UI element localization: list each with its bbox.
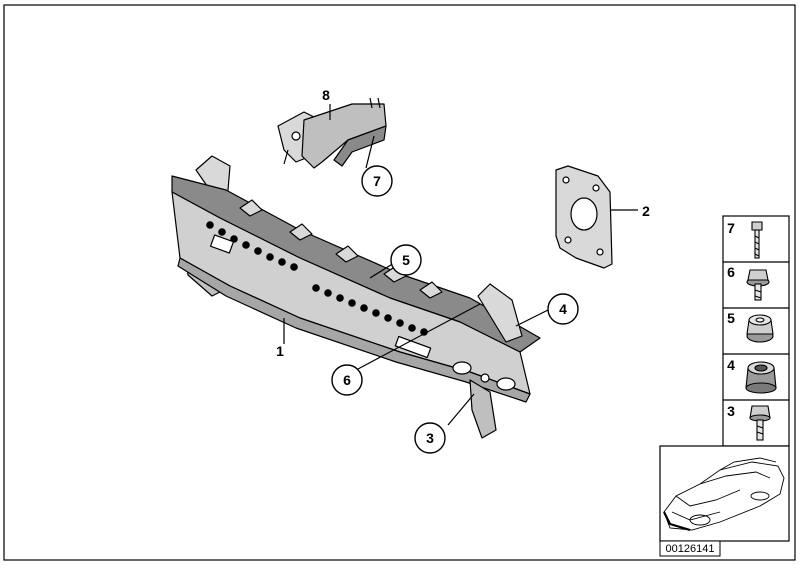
leader-lines [283,104,638,426]
callout-6-circle [331,364,363,396]
callout-2-label: 2 [642,203,650,219]
highlighted-bumper-area [663,511,691,532]
callout-3: 3 [414,422,446,454]
callout-7: 7 [361,165,393,197]
callout-5: 5 [390,244,422,276]
callout-7-label: 7 [373,173,381,189]
callout-6: 6 [331,364,363,396]
callout-8-label: 8 [322,87,330,103]
diagram-id-label: 00126141 [666,543,715,555]
rubber-buffer-icon [745,361,777,394]
screw-icon [751,221,763,259]
callout-4-label: 4 [559,301,567,317]
bumper-carrier-illustration [171,155,541,439]
callout-4: 4 [547,293,579,325]
adapter-plate-illustration [555,165,613,269]
callout-6-label: 6 [343,372,351,388]
callout-1-label: 1 [276,343,284,359]
callout-1: 1 [276,343,284,359]
legend-row-6: 6 [727,264,770,301]
callout-8: 8 [322,87,330,103]
legend-row-5-number: 5 [727,310,735,326]
legend-row-5: 5 [727,310,774,343]
legend-row-6-number: 6 [727,264,735,280]
mount-bracket-illustration [277,97,387,169]
diagram-id-frame [659,540,721,557]
callout-2: 2 [642,203,650,219]
callout-5-circle [390,244,422,276]
hex-bolt-washer-icon [746,269,770,301]
car-outline-icon [663,457,785,531]
diagram-id-box: 00126141 [659,540,721,557]
hex-nut-icon [746,314,774,343]
legend-row-3: 3 [727,403,771,441]
hex-bolt-icon [749,405,771,441]
callout-3-label: 3 [426,430,434,446]
callout-7-circle [361,165,393,197]
legend-row-4-number: 4 [727,357,735,373]
legend-row-7: 7 [727,220,763,259]
legend-row-3-number: 3 [727,403,735,419]
callout-5-label: 5 [402,252,410,268]
diagram-frame [3,4,796,561]
callout-3-circle [414,422,446,454]
callout-4-circle [547,293,579,325]
vehicle-location-thumbnail [659,445,790,542]
legend-row-4: 4 [727,357,777,394]
legend-row-7-number: 7 [727,220,735,236]
